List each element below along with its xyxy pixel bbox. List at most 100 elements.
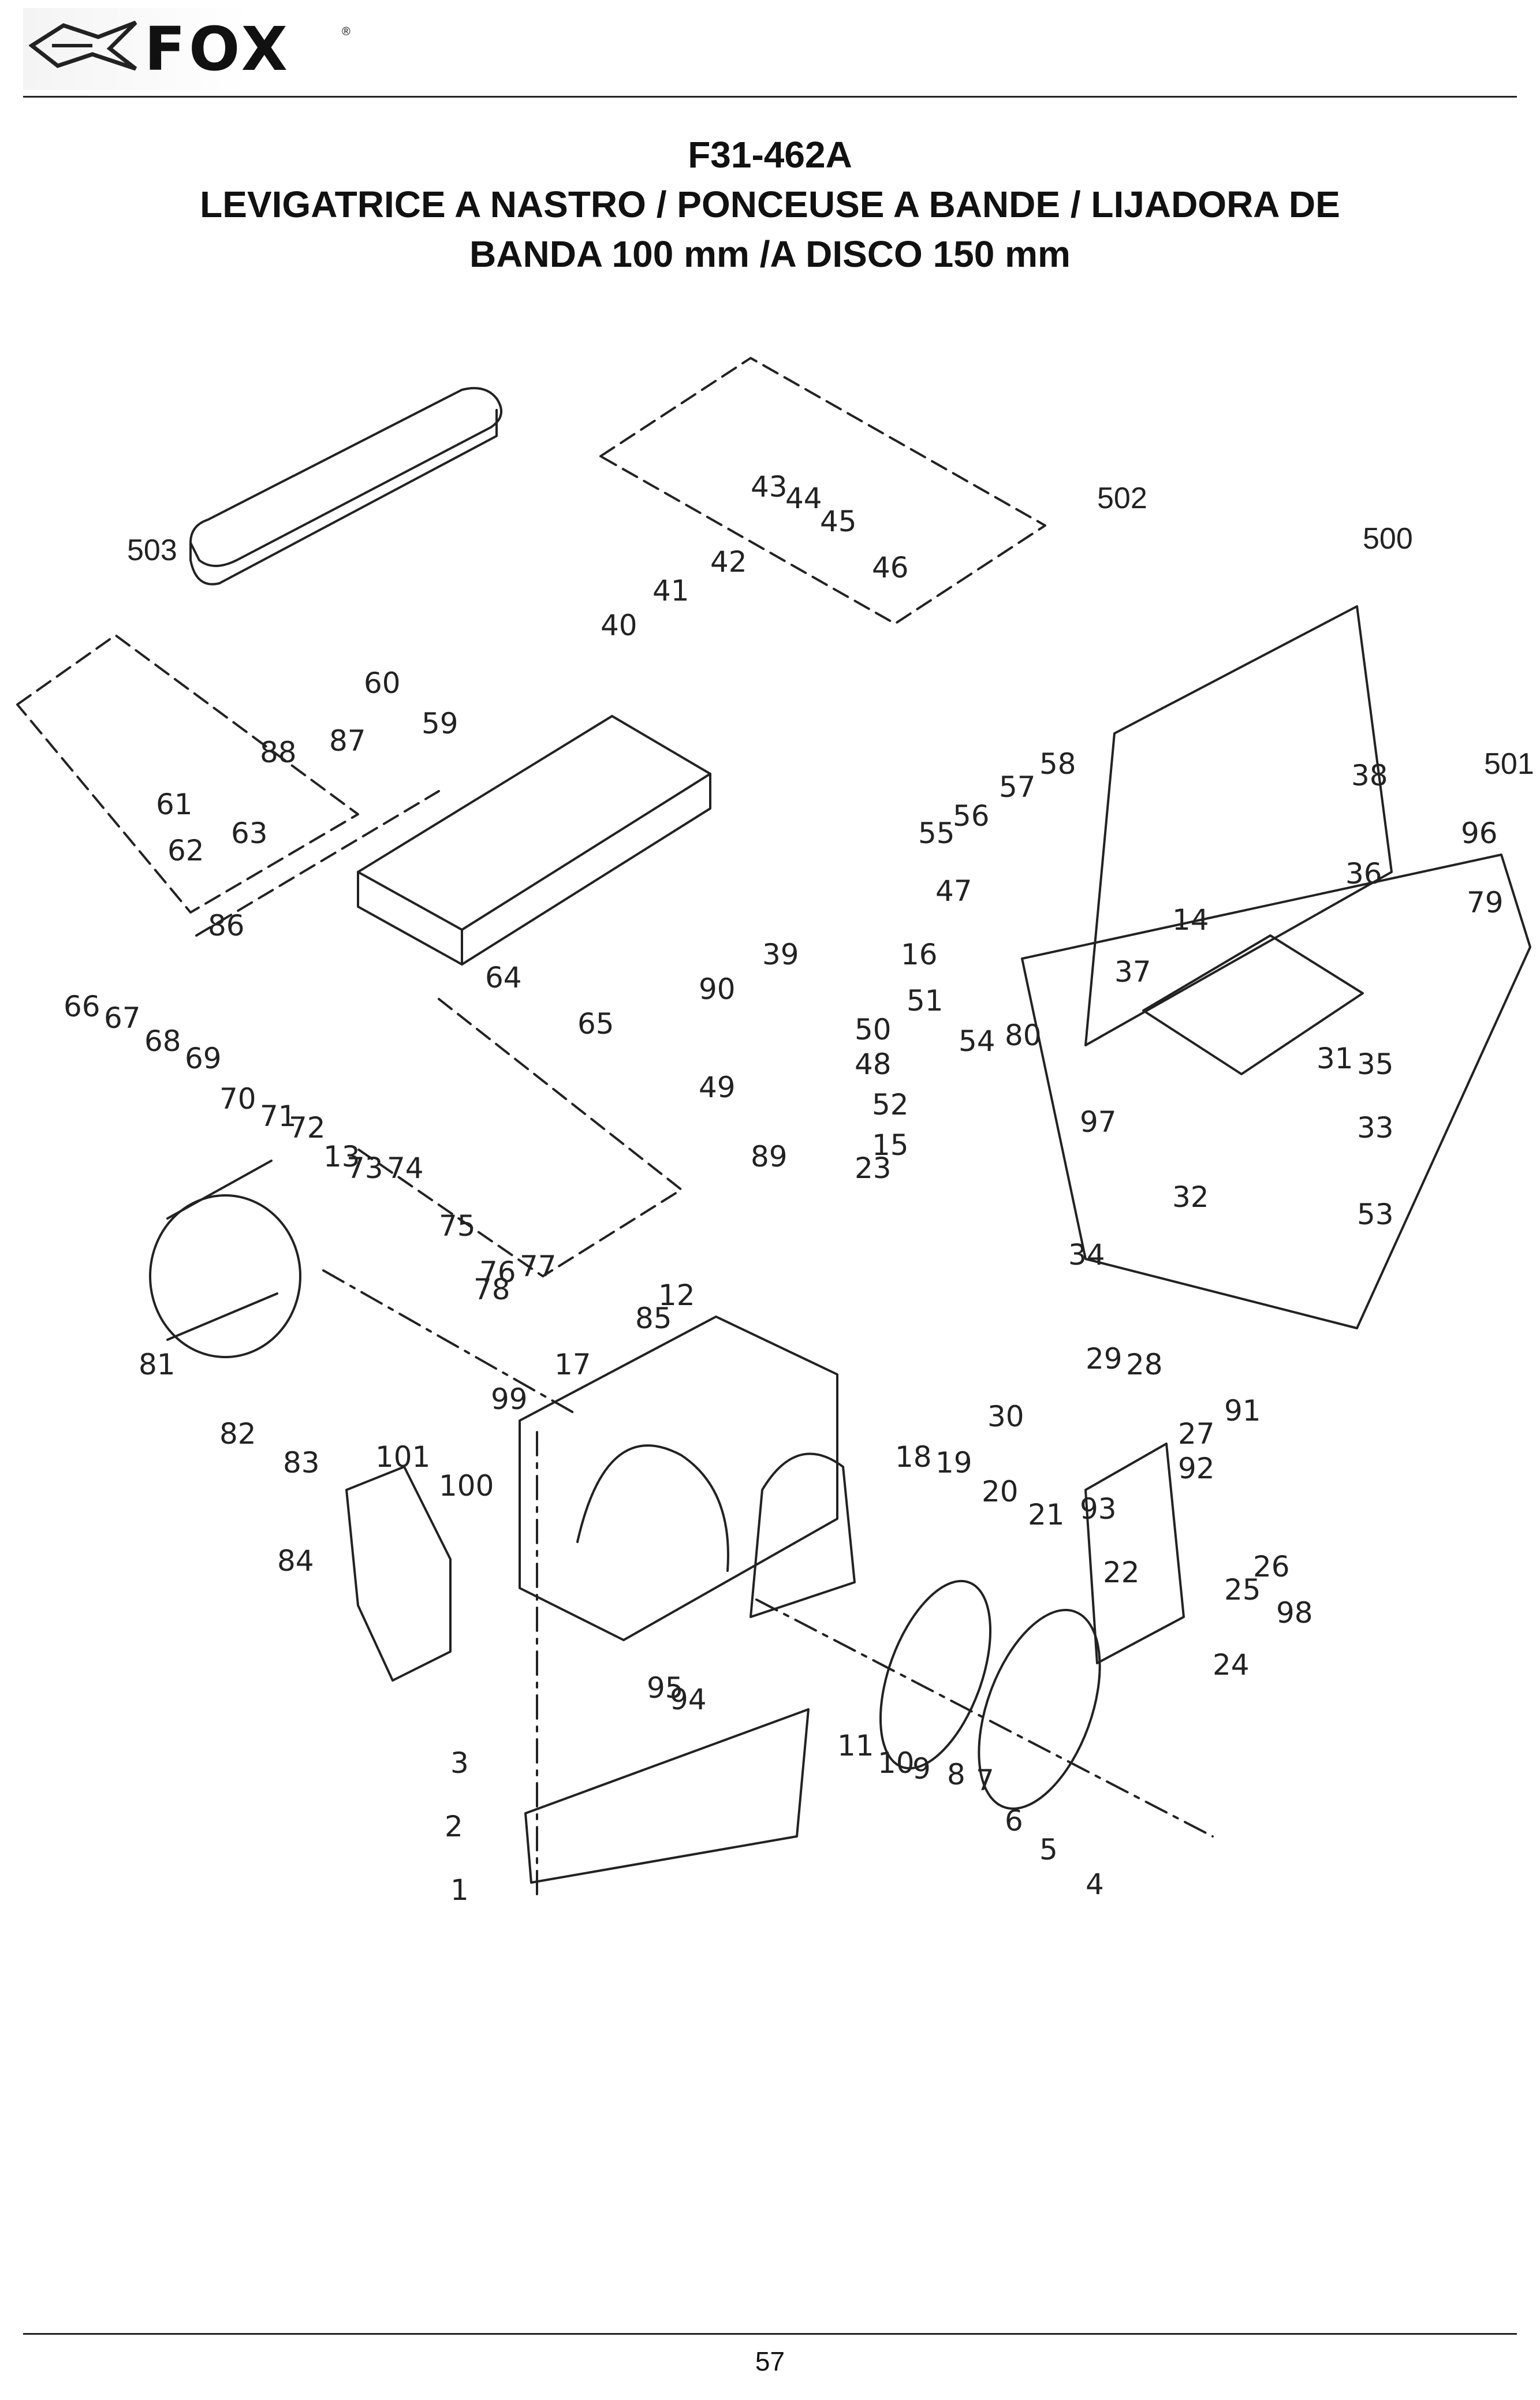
part-callout-86: 86 <box>208 909 245 942</box>
part-callout-3: 3 <box>450 1746 469 1780</box>
part-callout-91: 91 <box>1224 1394 1261 1428</box>
part-callout-52: 52 <box>872 1088 909 1121</box>
part-callout-46: 46 <box>872 551 909 584</box>
part-callout-13: 13 <box>323 1140 360 1173</box>
base-housing-shape <box>519 1315 838 1641</box>
part-callout-72: 72 <box>289 1111 326 1145</box>
brand-registered-mark: ® <box>342 25 350 38</box>
sanding-disc-shape <box>879 1579 992 1770</box>
part-callout-77: 77 <box>520 1250 557 1283</box>
part-callout-19: 19 <box>935 1446 972 1479</box>
part-callout-79: 79 <box>1467 886 1504 919</box>
part-callout-24: 24 <box>1213 1648 1250 1682</box>
part-callout-100: 100 <box>439 1469 494 1503</box>
part-callout-48: 48 <box>855 1048 892 1081</box>
part-callout-32: 32 <box>1172 1180 1209 1214</box>
sanding-belt-shape <box>189 387 502 567</box>
part-callout-34: 34 <box>1068 1238 1105 1272</box>
part-callout-40: 40 <box>601 609 637 642</box>
part-callout-62: 62 <box>167 834 204 867</box>
part-callout-2: 2 <box>445 1810 463 1843</box>
part-callout-59: 59 <box>422 707 458 740</box>
part-callout-51: 51 <box>907 984 944 1018</box>
part-callout-47: 47 <box>935 874 972 908</box>
part-callout-60: 60 <box>364 666 401 700</box>
part-callout-81: 81 <box>139 1348 176 1381</box>
part-callout-84: 84 <box>277 1544 314 1578</box>
part-callout-7: 7 <box>976 1764 994 1797</box>
part-callout-30: 30 <box>987 1400 1024 1433</box>
part-callout-78: 78 <box>473 1273 510 1306</box>
model-code: F31-462A <box>688 134 852 176</box>
belt-frame-shape <box>357 715 711 931</box>
part-callout-33: 33 <box>1357 1111 1394 1145</box>
part-callout-5: 5 <box>1039 1833 1058 1866</box>
part-callout-76: 76 <box>479 1255 516 1289</box>
part-callout-74: 74 <box>387 1151 424 1185</box>
part-callout-42: 42 <box>710 545 747 579</box>
part-callout-68: 68 <box>144 1024 181 1058</box>
part-callout-90: 90 <box>699 972 736 1006</box>
group-callout-502: 502 <box>1097 482 1147 515</box>
disc-paper-shape <box>978 1609 1101 1810</box>
part-callout-65: 65 <box>577 1007 614 1041</box>
part-callout-37: 37 <box>1114 955 1151 989</box>
part-callout-73: 73 <box>346 1151 383 1185</box>
part-callout-28: 28 <box>1126 1348 1163 1381</box>
page-title: F31-462A LEVIGATRICE A NASTRO / PONCEUSE… <box>0 130 1540 279</box>
part-callout-87: 87 <box>329 724 366 758</box>
part-callout-22: 22 <box>1103 1556 1140 1589</box>
group-box-501 <box>1021 854 1531 1329</box>
part-callout-25: 25 <box>1224 1573 1261 1607</box>
part-callout-41: 41 <box>652 574 689 608</box>
part-callout-18: 18 <box>895 1440 932 1474</box>
part-callout-69: 69 <box>185 1042 222 1075</box>
part-callout-39: 39 <box>762 938 799 971</box>
page-header: FOX ® <box>0 0 1540 98</box>
part-callout-21: 21 <box>1028 1498 1065 1531</box>
part-callout-56: 56 <box>953 799 990 833</box>
part-callout-64: 64 <box>485 961 522 994</box>
part-callout-26: 26 <box>1253 1550 1290 1583</box>
group-callout-503: 503 <box>127 534 177 567</box>
part-callout-23: 23 <box>855 1151 892 1185</box>
page-number: 57 <box>755 2346 785 2376</box>
part-callout-11: 11 <box>837 1729 874 1762</box>
part-callout-85: 85 <box>635 1302 672 1335</box>
motor-shape <box>149 1194 301 1358</box>
part-callout-92: 92 <box>1178 1452 1215 1485</box>
part-callout-55: 55 <box>918 817 955 850</box>
part-callout-6: 6 <box>1005 1804 1023 1838</box>
part-callout-49: 49 <box>699 1071 736 1104</box>
part-callout-35: 35 <box>1357 1048 1394 1081</box>
part-callout-61: 61 <box>156 788 193 821</box>
part-callout-20: 20 <box>982 1475 1019 1508</box>
part-callout-57: 57 <box>999 770 1036 804</box>
part-callout-70: 70 <box>219 1082 256 1116</box>
part-callout-54: 54 <box>959 1024 995 1058</box>
part-callout-80: 80 <box>1005 1019 1042 1052</box>
part-callout-96: 96 <box>1461 817 1498 850</box>
part-callout-12: 12 <box>658 1279 695 1312</box>
fox-logo-mark-icon <box>29 20 137 71</box>
part-callout-67: 67 <box>104 1001 141 1035</box>
part-callout-89: 89 <box>751 1140 788 1173</box>
group-box-500 <box>1084 605 1393 1046</box>
part-callout-31: 31 <box>1317 1042 1353 1075</box>
part-callout-66: 66 <box>64 990 100 1023</box>
part-callout-14: 14 <box>1172 903 1209 937</box>
group-box-502 <box>599 357 1046 625</box>
header-divider <box>23 96 1517 98</box>
part-callout-83: 83 <box>283 1446 320 1479</box>
part-callout-53: 53 <box>1357 1198 1394 1231</box>
part-callout-71: 71 <box>260 1100 297 1133</box>
part-callout-27: 27 <box>1178 1417 1215 1451</box>
part-callout-10: 10 <box>878 1746 915 1780</box>
footer-divider <box>23 2333 1517 2335</box>
part-callout-93: 93 <box>1080 1492 1117 1526</box>
base-plate-shape <box>524 1708 810 1884</box>
part-callout-45: 45 <box>820 505 857 538</box>
part-callout-98: 98 <box>1276 1596 1313 1630</box>
title-line-2: BANDA 100 mm /A DISCO 150 mm <box>469 233 1071 275</box>
